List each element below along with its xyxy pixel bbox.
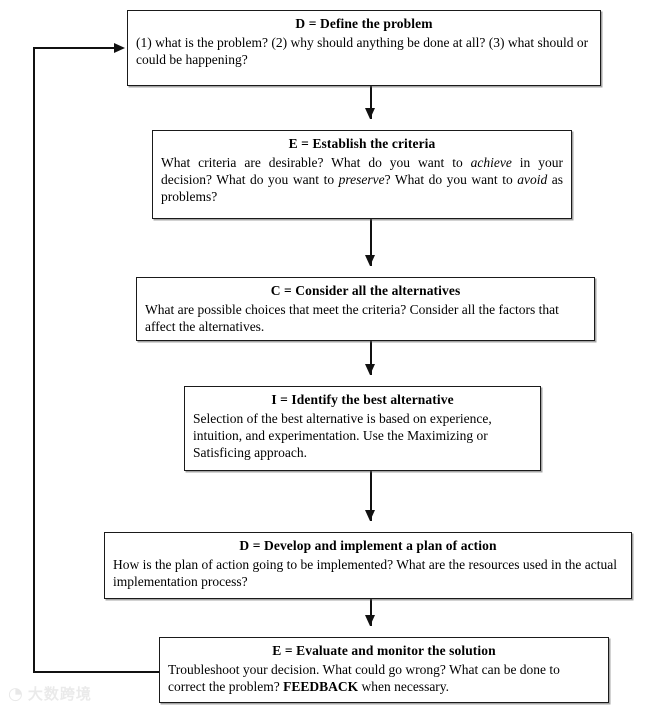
node-develop-body: How is the plan of action going to be im… <box>113 556 617 590</box>
arrowhead-consider-to-identify <box>365 364 375 375</box>
evaluate-text-1: Troubleshoot your decision. What could g… <box>168 661 560 695</box>
node-establish-the-criteria[interactable]: E = Establish the criteria What criteria… <box>152 130 572 219</box>
node-evaluate-body: Troubleshoot your decision. What could g… <box>168 661 600 695</box>
feedback-loop-left-segment <box>33 48 35 672</box>
watermark-text: 大数跨境 <box>27 685 92 703</box>
node-establish-body: What criteria are desirable? What do you… <box>161 154 563 205</box>
establish-text-3: ? What do you want to <box>384 172 518 188</box>
evaluate-bold-feedback: FEEDBACK <box>283 679 359 695</box>
connector-consider-to-identify <box>370 341 372 375</box>
node-identify-the-best-alternative[interactable]: I = Identify the best alternative Select… <box>184 386 541 471</box>
connector-define-to-establish <box>370 86 372 119</box>
node-define-title: D = Define the problem <box>295 16 433 31</box>
establish-text-1: What criteria are desirable? What do you… <box>161 154 471 170</box>
evaluate-text-2: when necessary. <box>358 679 450 695</box>
feedback-loop-top-segment <box>33 47 116 49</box>
node-evaluate-title: E = Evaluate and monitor the solution <box>272 643 496 658</box>
connector-establish-to-consider <box>370 219 372 266</box>
arrowhead-define-to-establish <box>365 108 375 119</box>
node-define-the-problem[interactable]: D = Define the problem (1) what is the p… <box>127 10 601 86</box>
node-consider-title: C = Consider all the alternatives <box>270 283 461 298</box>
arrowhead-feedback-to-define <box>114 42 125 53</box>
establish-italic-avoid: avoid <box>517 172 548 188</box>
node-develop-and-implement-plan[interactable]: D = Develop and implement a plan of acti… <box>104 532 632 599</box>
node-consider-all-the-alternatives[interactable]: C = Consider all the alternatives What a… <box>136 277 595 341</box>
establish-text-4: as problems? <box>161 172 563 205</box>
watermark-logo-icon: ◔ <box>8 684 23 704</box>
establish-text-2: in your decision? What do you want to <box>161 154 563 188</box>
node-evaluate-and-monitor-solution[interactable]: E = Evaluate and monitor the solution Tr… <box>159 637 609 703</box>
arrowhead-establish-to-consider <box>365 255 375 266</box>
feedback-loop-bottom-segment <box>33 671 159 673</box>
node-define-body: (1) what is the problem? (2) why should … <box>136 34 589 68</box>
node-develop-title: D = Develop and implement a plan of acti… <box>239 538 497 553</box>
node-identify-body: Selection of the best alternative is bas… <box>193 410 492 461</box>
watermark: ◔ 大数跨境 <box>8 686 92 703</box>
connector-develop-to-evaluate <box>370 599 372 626</box>
arrowhead-identify-to-develop <box>365 510 375 521</box>
node-identify-title: I = Identify the best alternative <box>271 392 454 407</box>
node-consider-body: What are possible choices that meet the … <box>145 301 559 335</box>
connector-identify-to-develop <box>370 471 372 521</box>
establish-italic-preserve: preserve <box>338 172 385 188</box>
establish-italic-achieve: achieve <box>470 154 512 170</box>
arrowhead-develop-to-evaluate <box>365 615 375 626</box>
node-establish-title: E = Establish the criteria <box>288 136 436 151</box>
